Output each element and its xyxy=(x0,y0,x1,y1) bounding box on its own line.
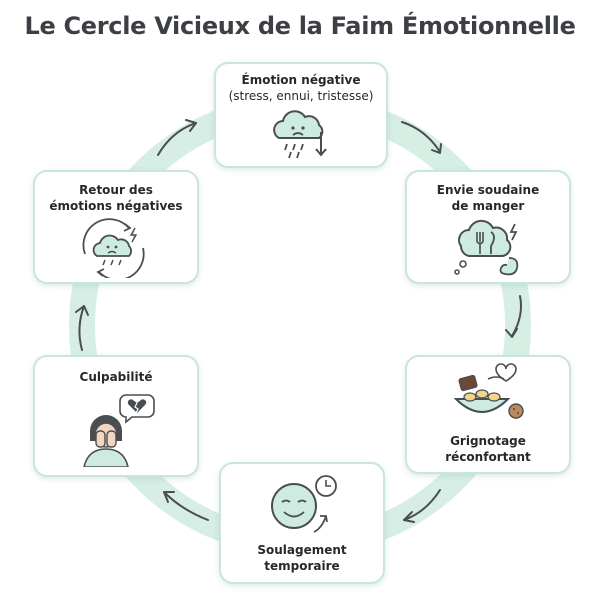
step-title: Émotion négative xyxy=(241,73,361,87)
step-title-line2: émotions négatives xyxy=(49,199,183,213)
step-card-temporary-relief: Soulagement temporaire xyxy=(219,462,385,584)
crying-person-broken-heart-icon xyxy=(83,394,155,467)
page-title: Le Cercle Vicieux de la Faim Émotionnell… xyxy=(24,12,576,40)
step-title-line1: Soulagement xyxy=(257,543,347,557)
thought-bubble-fork-knife-icon xyxy=(454,219,519,276)
step-title-line1: Retour des xyxy=(79,183,153,197)
step-subtitle: (stress, ennui, tristesse) xyxy=(228,89,374,103)
step-title: Culpabilité xyxy=(79,370,153,384)
snacks-bowl-icon xyxy=(453,363,524,419)
rain-cloud-sad-icon xyxy=(273,110,327,159)
relieved-face-clock-icon xyxy=(271,475,337,533)
step-title-line1: Envie soudaine xyxy=(436,183,540,197)
step-title-line2: réconfortant xyxy=(445,450,531,464)
step-title-line1: Grignotage xyxy=(450,434,526,448)
step-card-guilt: Culpabilité xyxy=(33,355,199,477)
step-card-sudden-craving: Envie soudaine de manger xyxy=(405,170,571,284)
step-card-return-negative-emotions: Retour des émotions négatives xyxy=(33,170,199,284)
step-card-negative-emotion: Émotion négative (stress, ennui, tristes… xyxy=(214,62,388,168)
step-title-line2: temporaire xyxy=(264,559,340,573)
step-title-line2: de manger xyxy=(451,199,525,213)
storm-cloud-cycle-icon xyxy=(82,218,145,278)
step-card-comfort-snacking: Grignotage réconfortant xyxy=(405,355,571,474)
